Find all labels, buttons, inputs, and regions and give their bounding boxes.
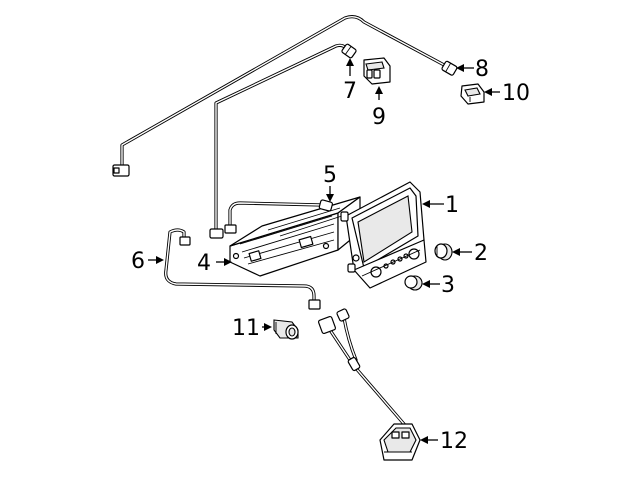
callout-12: 12 — [440, 429, 468, 454]
callout-labels: 1 2 3 4 5 6 7 8 9 10 11 12 — [131, 57, 530, 454]
receiver-unit-4 — [229, 196, 361, 277]
callout-9: 9 — [372, 105, 386, 130]
knob-2 — [434, 243, 453, 261]
usb-harness-12 — [317, 308, 421, 461]
knob-3 — [404, 275, 423, 291]
callout-8: 8 — [475, 57, 489, 82]
switch-9 — [363, 57, 391, 85]
connector-pin — [113, 167, 120, 174]
cable-5 — [224, 199, 333, 234]
cable-6 — [164, 228, 321, 310]
cable-end-connector — [209, 228, 224, 239]
callout-5: 5 — [323, 163, 337, 188]
display-unit-1 — [340, 181, 427, 289]
antenna-connector-8 — [441, 60, 458, 76]
antenna-cable-long — [112, 15, 458, 177]
callout-6: 6 — [131, 249, 145, 274]
callout-11: 11 — [232, 316, 260, 341]
callout-4: 4 — [197, 251, 211, 276]
switch-10 — [460, 83, 485, 105]
callout-1: 1 — [445, 193, 459, 218]
callout-3: 3 — [441, 273, 455, 298]
antenna-cable-7 — [209, 43, 357, 239]
callout-7: 7 — [343, 79, 357, 104]
usb-port-11 — [273, 319, 299, 340]
leader-lines — [148, 58, 500, 444]
callout-10: 10 — [502, 81, 530, 106]
callout-2: 2 — [474, 241, 488, 266]
antenna-connector-7 — [341, 43, 357, 59]
